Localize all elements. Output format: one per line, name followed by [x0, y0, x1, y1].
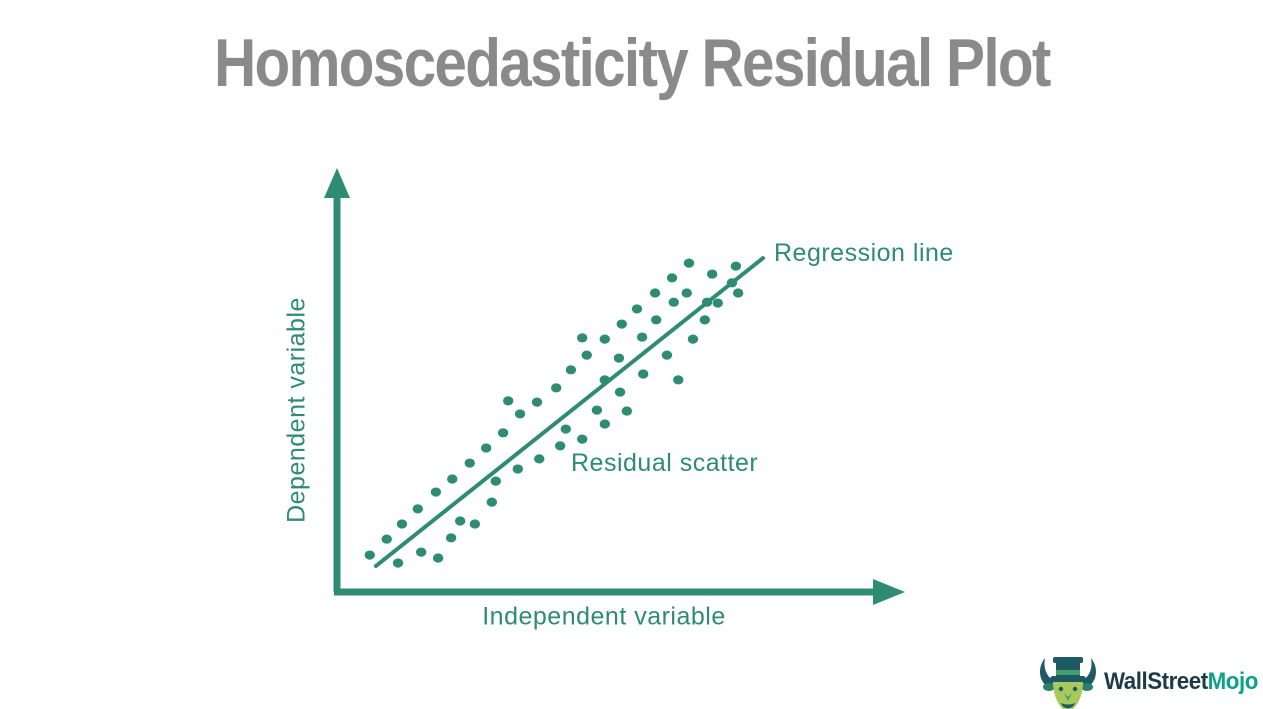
scatter-point [392, 558, 404, 568]
scatter-point [614, 387, 626, 397]
scatter-point [445, 533, 457, 543]
scatter-point [554, 441, 566, 451]
scatter-point [732, 288, 744, 298]
bull-left-eye [1058, 686, 1064, 692]
scatter-point [381, 534, 392, 544]
bull-right-horn [1081, 658, 1097, 687]
scatter-point [621, 406, 633, 416]
scatter-point [591, 405, 603, 415]
bull-muzzle [1061, 703, 1075, 709]
scatter-point [490, 476, 501, 486]
bull-face-marking [1064, 693, 1072, 701]
scatter-point [502, 396, 514, 406]
bull-left-ear [1043, 683, 1055, 691]
wallstreetmojo-logo: WallStreetMojo [1036, 655, 1263, 709]
scatter-point [581, 350, 592, 360]
scatter-point [512, 464, 523, 474]
scatter-point [651, 315, 662, 325]
residual-scatter-annotation: Residual scatter [571, 449, 759, 477]
scatter-point [430, 487, 442, 497]
y-axis-label: Dependent variable [282, 297, 311, 523]
scatter-point [514, 409, 526, 419]
page-title: Homoscedasticity Residual Plot [0, 24, 1263, 102]
scatter-point [687, 334, 699, 344]
scatter-point [649, 288, 661, 298]
x-axis-arrowhead [873, 579, 905, 605]
scatter-point [480, 443, 492, 453]
scatter-point [486, 497, 498, 507]
scatter-point [577, 333, 588, 343]
scatter-points-group [364, 258, 744, 568]
scatter-point [599, 334, 611, 344]
scatter-point [681, 288, 692, 298]
scatter-point [469, 519, 481, 529]
scatter-point [560, 424, 572, 434]
scatter-point [454, 516, 466, 526]
logo-text-mojo: Mojo [1207, 668, 1259, 695]
scatter-point [730, 261, 742, 271]
scatter-point [701, 297, 713, 307]
scatter-point [364, 550, 375, 560]
x-axis-label: Independent variable [482, 602, 726, 631]
scatter-point [551, 383, 562, 393]
logo-text-wallstreet: WallStreet [1104, 668, 1208, 695]
scatter-point [636, 332, 648, 342]
regression-line-group [373, 256, 766, 568]
scatter-point [497, 428, 509, 438]
bull-right-ear [1081, 683, 1093, 691]
scatter-point [577, 434, 588, 444]
regression-line-annotation: Regression line [774, 239, 954, 267]
bull-hat-brim [1050, 676, 1086, 682]
page-title-text: Homoscedasticity Residual Plot [213, 25, 1051, 101]
scatter-point [638, 369, 649, 379]
logo-text: WallStreetMojo [1104, 668, 1258, 696]
scatter-point [447, 474, 458, 484]
scatter-point [613, 353, 625, 363]
bull-left-horn [1039, 658, 1055, 687]
plot-svg [324, 168, 905, 605]
y-axis-arrowhead [324, 168, 350, 198]
scatter-point [599, 375, 611, 385]
scatter-point [616, 319, 627, 329]
scatter-point [683, 258, 695, 268]
scatter-point [599, 419, 611, 429]
scatter-point [415, 547, 427, 557]
scatter-point [534, 454, 545, 464]
scatter-point [666, 273, 678, 283]
scatter-point [432, 553, 444, 563]
scatter-point [712, 298, 724, 308]
scatter-point [706, 269, 718, 279]
scatter-point [412, 504, 423, 514]
scatter-point [396, 519, 408, 529]
scatter-point [631, 304, 643, 314]
scatter-point [726, 278, 738, 288]
scatter-point [464, 458, 475, 468]
scatter-point [531, 397, 543, 407]
scatter-point [668, 297, 679, 307]
regression-line [373, 256, 766, 568]
scatter-point [673, 375, 684, 385]
scatter-point [661, 350, 673, 360]
bull-mascot-icon [1039, 657, 1097, 709]
bull-hat-band [1056, 670, 1080, 675]
scatter-point [699, 315, 711, 325]
scatter-point [565, 365, 577, 375]
bull-right-eye [1072, 686, 1078, 692]
